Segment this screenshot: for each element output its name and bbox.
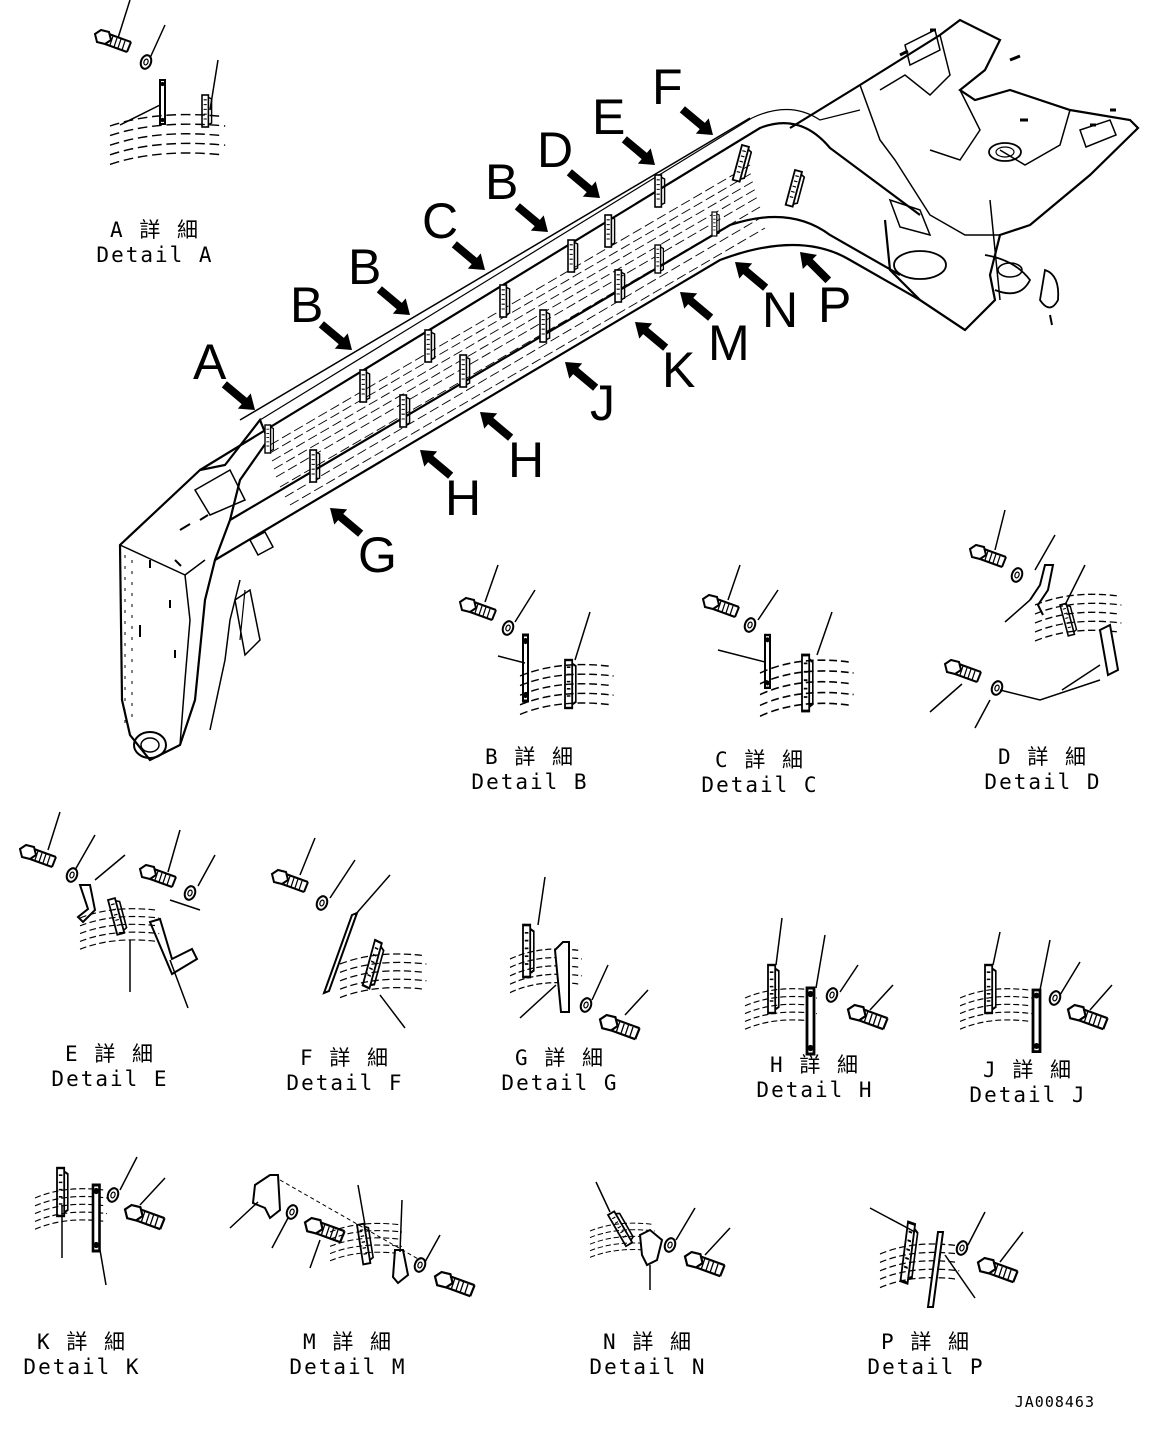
detail-n-caption: N 詳 細 Detail N <box>588 1330 708 1380</box>
detail-k-parts <box>34 1156 166 1286</box>
detail-k-caption-en: Detail K <box>23 1355 141 1379</box>
detail-b-caption-ja: B 詳 細 <box>485 745 575 769</box>
detail-m-caption: M 詳 細 Detail M <box>288 1330 408 1380</box>
detail-g-caption: G 詳 細 Detail G <box>500 1046 620 1096</box>
detail-m-caption-en: Detail M <box>289 1355 407 1379</box>
detail-e-parts <box>19 811 216 1009</box>
detail-c-parts <box>702 564 855 718</box>
callout-letter-j: J <box>590 375 615 431</box>
callout-letter-b: B <box>348 239 382 295</box>
detail-f-caption-ja: F 詳 細 <box>300 1046 390 1070</box>
detail-f-parts <box>271 837 428 1029</box>
detail-p-parts <box>869 1207 1024 1308</box>
detail-g-caption-en: Detail G <box>501 1071 619 1095</box>
callout-letter-p: P <box>818 277 852 333</box>
detail-a-parts <box>94 0 226 166</box>
detail-k-caption: K 詳 細 Detail K <box>22 1330 142 1380</box>
callout-letter-k: K <box>662 342 696 398</box>
detail-h-caption-ja: H 詳 細 <box>770 1053 860 1077</box>
callout-letter-b: B <box>290 277 324 333</box>
detail-b-caption-en: Detail B <box>471 770 589 794</box>
detail-d-caption-ja: D 詳 細 <box>998 745 1088 769</box>
detail-g-caption-ja: G 詳 細 <box>515 1046 605 1070</box>
detail-f-caption-en: Detail F <box>286 1071 404 1095</box>
detail-j-parts <box>959 931 1113 1053</box>
detail-m-parts <box>229 1174 476 1298</box>
main-frame-view <box>118 18 1140 762</box>
detail-n-caption-en: Detail N <box>589 1355 707 1379</box>
callout-letter-b: B <box>485 154 519 210</box>
detail-e-caption: E 詳 細 Detail E <box>50 1042 170 1092</box>
detail-e-caption-ja: E 詳 細 <box>65 1042 155 1066</box>
detail-c-caption-ja: C 詳 細 <box>715 748 805 772</box>
callout-letter-e: E <box>592 89 626 145</box>
detail-p-caption-ja: P 詳 細 <box>881 1330 971 1354</box>
callout-letter-c: C <box>422 193 459 249</box>
detail-h-parts <box>744 917 894 1056</box>
detail-d-caption: D 詳 細 Detail D <box>983 745 1103 795</box>
detail-p-caption-en: Detail P <box>867 1355 985 1379</box>
detail-h-caption-en: Detail H <box>756 1078 874 1102</box>
detail-d-parts <box>929 509 1123 729</box>
callout-letter-h: H <box>508 432 545 488</box>
callout-letter-n: N <box>762 282 799 338</box>
detail-c-caption: C 詳 細 Detail C <box>700 748 820 798</box>
callout-letter-h: H <box>445 470 482 526</box>
detail-j-caption-en: Detail J <box>969 1083 1087 1107</box>
detail-f-caption: F 詳 細 Detail F <box>285 1046 405 1096</box>
detail-e-caption-en: Detail E <box>51 1067 169 1091</box>
callout-letter-m: M <box>708 315 750 371</box>
detail-b-caption: B 詳 細 Detail B <box>470 745 590 795</box>
detail-d-caption-en: Detail D <box>984 770 1102 794</box>
detail-h-caption: H 詳 細 Detail H <box>755 1053 875 1103</box>
detail-g-parts <box>509 876 649 1041</box>
detail-m-caption-ja: M 詳 細 <box>303 1330 393 1354</box>
callout-letter-f: F <box>652 59 683 115</box>
callout-letter-a: A <box>193 334 227 390</box>
detail-a-caption: A 詳 細 Detail A <box>95 218 215 268</box>
detail-b-parts <box>459 564 615 716</box>
drawing-code: JA008463 <box>1014 1393 1095 1411</box>
detail-j-caption: J 詳 細 Detail J <box>968 1058 1088 1108</box>
detail-p-caption: P 詳 細 Detail P <box>866 1330 986 1380</box>
detail-n-caption-ja: N 詳 細 <box>603 1330 693 1354</box>
detail-j-caption-ja: J 詳 細 <box>983 1058 1073 1082</box>
detail-c-caption-en: Detail C <box>701 773 819 797</box>
detail-n-parts <box>589 1181 731 1290</box>
detail-k-caption-ja: K 詳 細 <box>37 1330 127 1354</box>
callout-letter-g: G <box>358 527 397 583</box>
callout-letter-d: D <box>537 122 574 178</box>
detail-a-caption-en: Detail A <box>96 243 214 267</box>
detail-a-caption-ja: A 詳 細 <box>110 218 200 242</box>
